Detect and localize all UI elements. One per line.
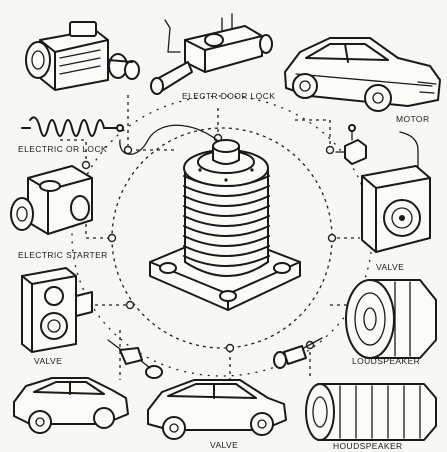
label-electric-lock: ELECTRIC OR LOCK xyxy=(18,144,108,154)
speaker-cabinet-icon xyxy=(21,267,93,353)
solenoid-coil-icon xyxy=(119,124,301,311)
sedan-car-icon xyxy=(13,377,129,434)
loudspeaker-icon xyxy=(345,279,437,359)
spring-icon xyxy=(21,116,124,137)
label-valve-right: VALVE xyxy=(376,262,405,272)
label-loudspeaker-right: LOUDSPEAKER xyxy=(352,356,421,366)
label-valve-bottom: VALVE xyxy=(210,440,239,450)
speaker-cabinet-icon xyxy=(305,383,437,441)
relay-motor-icon xyxy=(25,21,140,91)
starter-motor-icon xyxy=(10,165,93,235)
label-loudspeaker-bottom: HOUDSPEAKER xyxy=(333,441,403,451)
sedan-car-icon xyxy=(284,37,441,112)
valve-actuator-icon xyxy=(150,13,273,95)
small-valve-icon xyxy=(335,124,367,165)
label-electric-door-lock: ELECTR DOOR LOCK xyxy=(182,91,276,101)
label-electric-starter: ELECTRIC STARTER xyxy=(18,250,108,260)
hatchback-car-icon xyxy=(147,379,287,440)
cable-plug-icon xyxy=(107,337,323,379)
label-valve-left: VALVE xyxy=(34,356,63,366)
label-motor: MOTOR xyxy=(396,114,430,124)
speaker-box-icon xyxy=(361,131,431,253)
